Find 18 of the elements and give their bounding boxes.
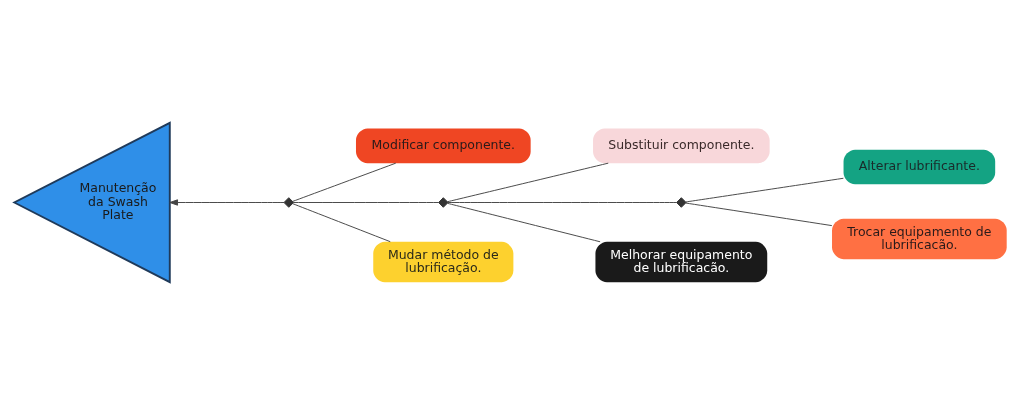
node-box: Substituir componente.: [593, 128, 770, 164]
connector: [447, 202, 677, 203]
connector: [293, 202, 439, 203]
connector: [447, 162, 609, 203]
node-box: Alterar lubrificante.: [843, 149, 996, 185]
connector: [685, 177, 844, 203]
node-box: Modificar componente.: [356, 128, 531, 164]
connector: [292, 203, 391, 243]
node-diamond: [438, 197, 449, 208]
arrow: [169, 199, 285, 206]
connector: [292, 162, 397, 202]
connector: [447, 202, 601, 243]
node-diamond: [283, 197, 295, 208]
connector: [685, 202, 833, 227]
node-box: Melhorar equipamento de lubrificacão.: [595, 241, 768, 283]
node-box: Trocar equipamento de lubrificacão.: [832, 218, 1007, 260]
node-box: Mudar método de lubrificação.: [373, 241, 514, 283]
node-diamond: [676, 197, 687, 208]
